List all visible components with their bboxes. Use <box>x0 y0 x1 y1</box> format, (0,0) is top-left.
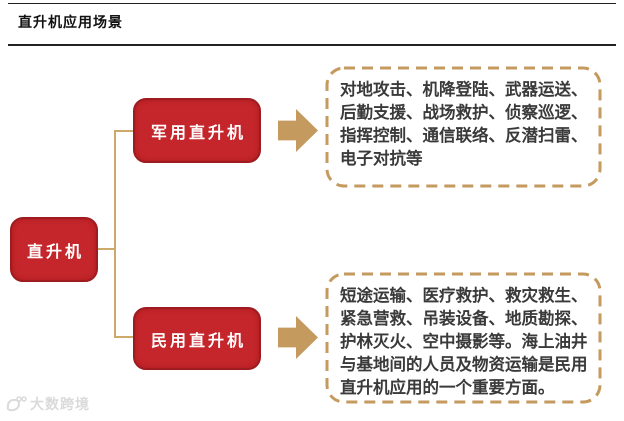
node-military-helicopter-label: 军用直升机 <box>150 122 246 142</box>
node-civil-helicopter-label: 民用直升机 <box>150 330 246 350</box>
top-rule <box>8 3 616 4</box>
node-military-helicopter: 军用直升机 <box>133 98 261 163</box>
connector-military-horizontal <box>114 130 134 132</box>
node-helicopter-label: 直升机 <box>26 241 84 261</box>
dashed-border <box>325 272 602 404</box>
arrow-right-icon <box>278 109 318 152</box>
node-helicopter: 直升机 <box>10 217 98 282</box>
watermark-text: 大数跨境 <box>30 397 90 413</box>
military-description-text: 对地攻击、机降登陆、武器运送、后勤支援、战场救护、侦察巡逻、指挥控制、通信联络、… <box>340 80 588 168</box>
title-underline-rule <box>8 44 616 46</box>
node-civil-helicopter: 民用直升机 <box>133 307 261 370</box>
page-title: 直升机应用场景 <box>18 15 123 31</box>
watermark-logo-icon <box>5 395 27 413</box>
arrow-right-icon <box>278 316 318 359</box>
military-description-box: 对地攻击、机降登陆、武器运送、后勤支援、战场救护、侦察巡逻、指挥控制、通信联络、… <box>325 66 602 188</box>
connector-vertical <box>114 130 116 338</box>
connector-root-horizontal <box>98 248 115 250</box>
watermark: 大数跨境 <box>5 394 90 414</box>
civil-description-box: 短途运输、医疗救护、救灾救生、紧急营救、吊装设备、地质勘探、护林灭火、空中摄影等… <box>325 272 602 404</box>
dashed-border <box>325 66 602 188</box>
connector-civil-horizontal <box>114 336 134 338</box>
civil-description-text: 短途运输、医疗救护、救灾救生、紧急营救、吊装设备、地质勘探、护林灭火、空中摄影等… <box>340 286 588 397</box>
